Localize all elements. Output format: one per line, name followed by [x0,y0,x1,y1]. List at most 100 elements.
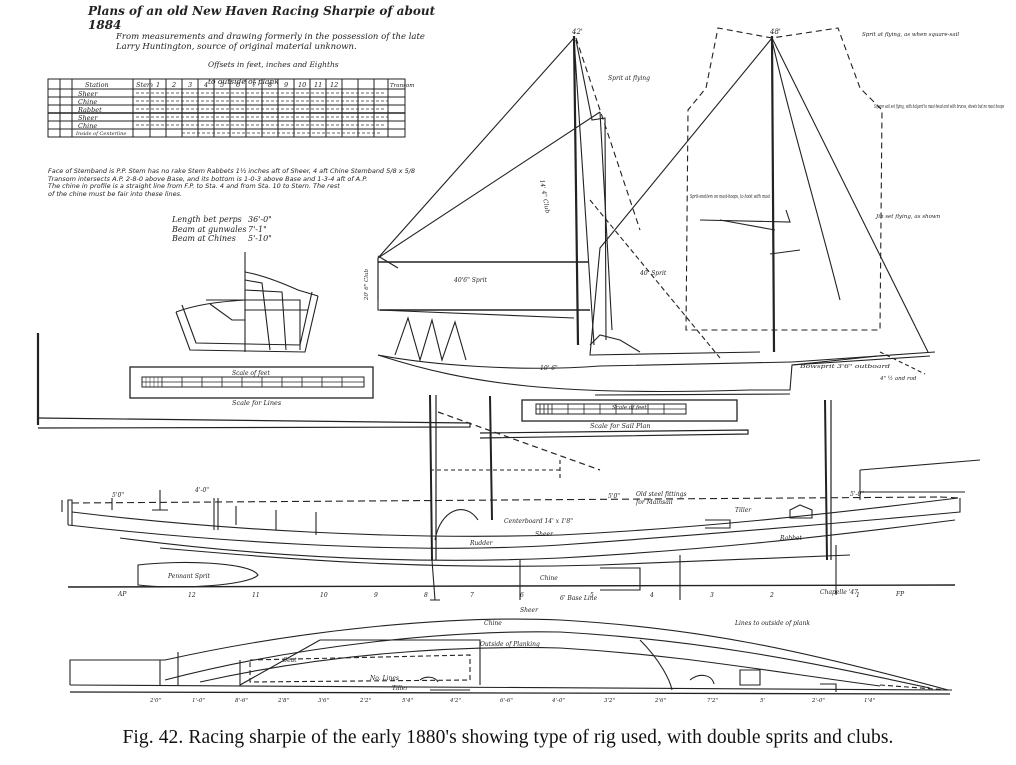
drawing-title-block: Plans of an old New Haven Racing Sharpie… [88,4,448,86]
table-header-transom: Transom [390,83,414,89]
table-header-12: 12 [330,81,338,89]
svg-text:1: 1 [856,592,860,599]
svg-text:4'-0": 4'-0" [551,698,565,704]
svg-text:2'-0": 2'-0" [811,698,825,704]
table-header-4: 4 [203,81,208,89]
station-fp-label: FP [895,591,905,598]
scale-lines: Scale of feet Scale for Lines [129,366,374,407]
main-mast-height: 48' [769,28,781,36]
square-sail-note-1: Square sail set flying, with halyard to … [874,104,1004,110]
svg-text:6'-6": 6'-6" [500,698,513,704]
svg-text:1'4": 1'4" [864,698,875,704]
table-header-9: 9 [284,81,288,89]
svg-text:9: 9 [374,592,378,599]
table-header-station: Station [85,81,109,89]
svg-text:4: 4 [649,592,654,599]
svg-text:2'0": 2'0" [149,698,161,704]
sail-plan [377,27,936,396]
drawing-subtitle-2: Larry Huntington, source of original mat… [116,42,357,52]
club-label: 40'6" Sprit [453,277,488,284]
profile-dim-2: 4'-0" [194,487,209,494]
table-header-6: 6 [236,81,240,89]
scale-lines-inner-label: Scale of feet [232,370,270,377]
table-row-sheer-half: Sheer [78,114,98,122]
drawing-title: Plans of an old New Haven Racing Sharpie… [88,4,436,32]
svg-text:5': 5' [760,698,765,704]
plan-sheer-label: Sheer [520,607,539,614]
beam-label: Beam at gunwales [172,224,247,234]
svg-text:1'-0": 1'-0" [192,698,205,704]
profile-view [61,459,981,601]
sprit-main-label: Sprit at flying, as when square-sail [862,32,959,38]
jib-flying-label: Jib set flying, as shown [875,214,941,220]
svg-text:11: 11 [252,592,260,599]
svg-text:2'2": 2'2" [359,698,371,704]
svg-text:2'6": 2'6" [654,698,666,704]
length-value: 36'-0" [248,215,272,224]
table-row-sheer: Sheer [78,90,98,98]
scale-lines-label: Scale for Lines [232,399,282,407]
svg-text:4'2": 4'2" [449,698,461,704]
profile-dim-3: 5'0" [608,493,620,500]
table-header-11: 11 [314,81,322,89]
chines-label: Beam at Chines [172,234,236,243]
svg-text:3: 3 [710,592,714,599]
station-numbers: 12 11 10 9 8 7 6 5 4 3 2 1 [188,592,860,599]
base-mark: 4" ½ and rod [879,375,917,382]
rudder-label: Rudder [469,540,494,547]
fitting-label-2: for Mainsail [635,499,673,506]
svg-text:10: 10 [320,592,328,599]
profile-dim-1: 5'0" [112,492,124,499]
table-header-10: 10 [298,81,306,89]
table-header-3: 3 [188,81,192,89]
plan-chine-label: Chine [484,620,502,627]
luff-label: 14' 4" Club [538,179,551,214]
half-breadth-plan [69,618,953,695]
note-line-4: of the chine must be fair into these lin… [48,189,183,198]
profile-sheer-label: Sheer [535,531,554,538]
note-line-2: Transom intersects A.P. 2-8-0 above Base… [48,174,368,183]
station-ap-label: AP [117,591,127,598]
offsets-note-1: Offsets in feet, inches and Eighths [208,60,339,69]
svg-text:12: 12 [188,592,196,599]
offset-values-scribble [136,92,388,134]
table-header-stem: Stem [136,81,153,89]
table-header-1: 1 [156,81,160,89]
fore-mast-height: 42' [571,28,583,36]
spars [36,333,832,561]
seat-label: Seat [283,657,297,664]
note-line-1: Face of Stemband is P.P. Stem has no rak… [48,167,416,175]
svg-text:5: 5 [590,592,594,599]
svg-text:3'2": 3'2" [604,698,615,704]
chines-value: 5'-10" [248,234,272,243]
pennant-label: Pennant Sprit [167,573,211,580]
table-row-chine: Chine [78,98,97,106]
base-line-label: 6' Base Line [560,595,598,602]
sprit-snotter-note: Sprit-snotters on mast-hoops, to hoist w… [690,194,770,200]
svg-text:5'4": 5'4" [402,698,413,704]
profile-chine-label: Chine [540,575,558,582]
profile-dim-4: 5'-0" [850,491,864,498]
figure-caption: Fig. 42. Racing sharpie of the early 188… [122,727,894,748]
beam-value: 7'-1" [248,224,267,234]
hull-mark-label: 10' 6" [540,365,558,372]
plan-tiller-label: Tiller [392,685,409,692]
sprit-fore-label: Sprit at flying [608,75,650,82]
sprit-fore-2-label: 40' Sprit [639,270,667,277]
svg-text:3'6": 3'6" [318,698,329,704]
svg-text:7: 7 [470,592,474,599]
rabbet-label: Rabbet [779,535,802,542]
outside-planking-label: Outside of Planking [480,641,540,648]
construction-notes: Face of Stemband is P.P. Stem has no rak… [48,167,448,198]
lines-outside-plank-note: Lines to outside of plank [734,620,810,627]
table-header-7: 7 [252,81,257,89]
scale-sail-plan: Scale of feet Scale for Sail Plan [521,399,738,430]
fitting-label-1: Old steel fittings [636,491,687,498]
note-line-3: The chine in profile is a straight line … [48,182,340,190]
scale-sail-inner-label: Scale of feet [612,405,648,411]
plan-dimension-row: 2'0" 1'-0" 8'-6" 2'8" 3'6" 2'2" 5'4" 4'2… [149,698,875,704]
table-row-rabbet: Rabbet [77,106,102,114]
table-row-inside: Inside of Centerline [75,131,126,137]
svg-text:8'-6": 8'-6" [235,698,248,704]
